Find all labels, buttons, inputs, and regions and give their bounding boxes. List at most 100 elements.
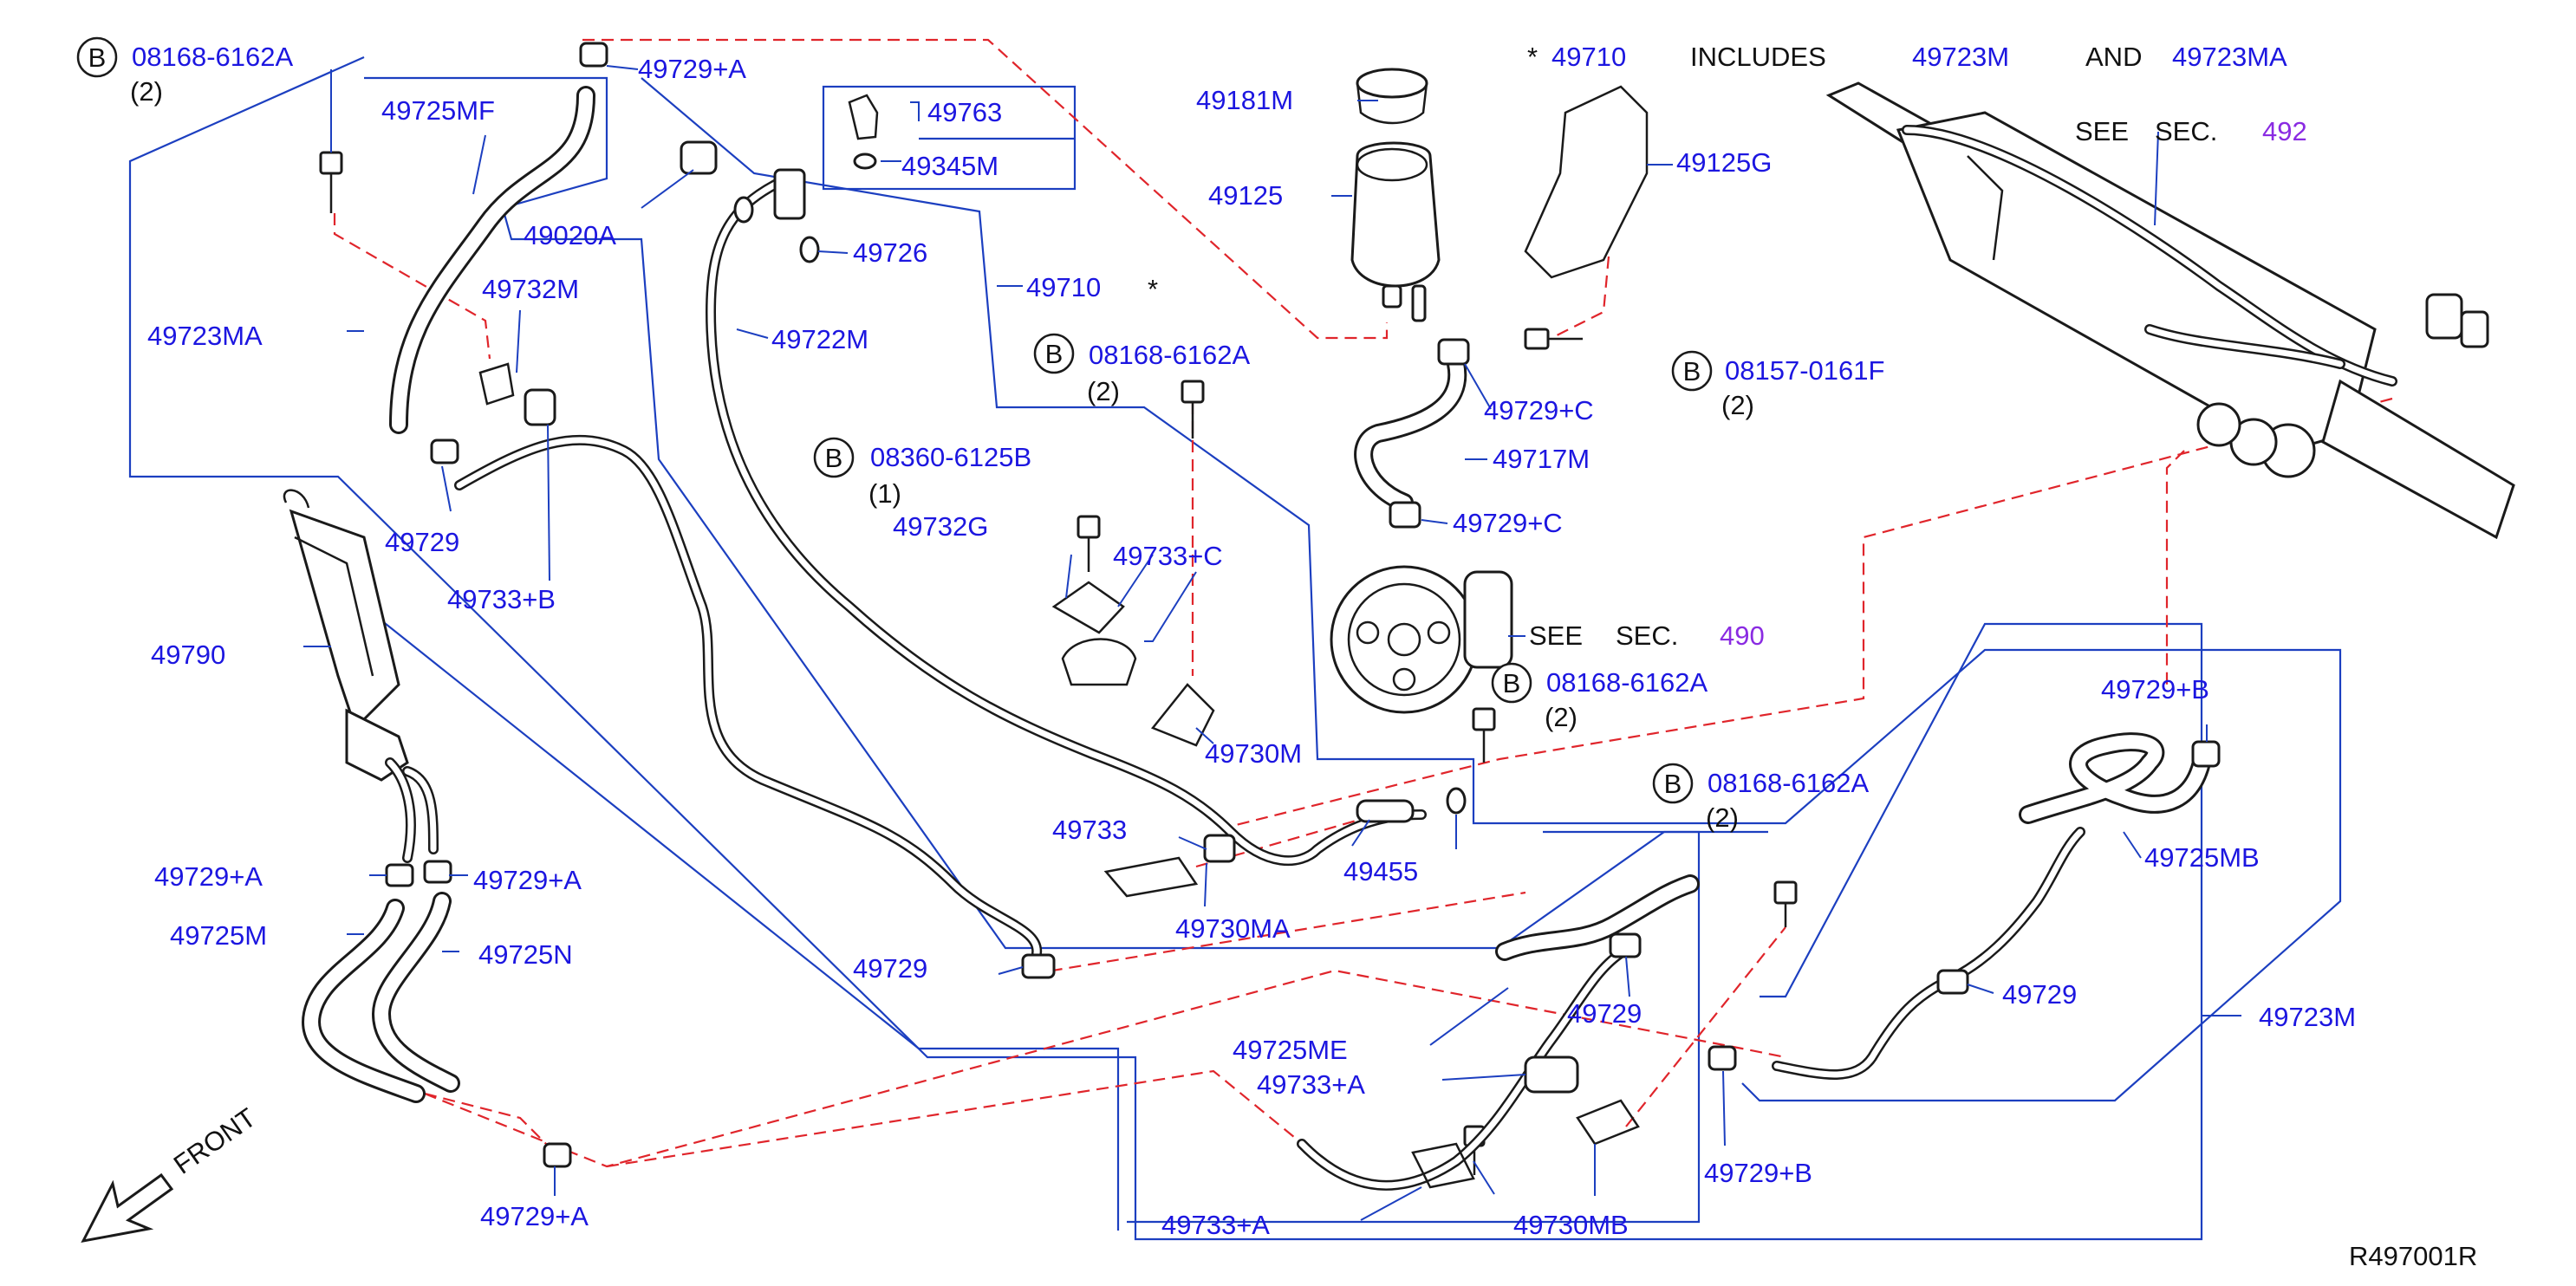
svg-text:B: B bbox=[1664, 769, 1682, 799]
hose-49725MF bbox=[389, 86, 595, 434]
tube-49723M bbox=[1772, 827, 2085, 1080]
clamp-49729-left bbox=[430, 438, 459, 464]
label-49729-low: 49729 bbox=[1567, 998, 1642, 1029]
label-08168-6162A-mid: 08168-6162A bbox=[1089, 340, 1250, 370]
dash-line-49733a bbox=[606, 1069, 1310, 1168]
dash-line-30mb bbox=[1625, 926, 1786, 1127]
label-49455: 49455 bbox=[1343, 856, 1418, 887]
label-49730M: 49730M bbox=[1205, 738, 1302, 769]
clip-49733A bbox=[1524, 1055, 1579, 1094]
label-49710-mid: 49710 bbox=[1026, 272, 1101, 302]
bracket-49733A-lower bbox=[1411, 1142, 1475, 1189]
label-49729-right: 49729 bbox=[2002, 979, 2077, 1010]
label-49730MA: 49730MA bbox=[1175, 913, 1291, 944]
label-49723M-top: 49723M bbox=[1912, 42, 2009, 72]
bolt-low bbox=[1773, 880, 1798, 927]
label-49710-top: 49710 bbox=[1551, 42, 1626, 72]
label-49763: 49763 bbox=[927, 97, 1002, 127]
label-49729-mid: 49729 bbox=[853, 953, 927, 984]
dash-line-gear-1 bbox=[1221, 397, 2393, 830]
bolt-08157 bbox=[1524, 328, 1583, 350]
label-49733B: 49733+B bbox=[447, 584, 556, 614]
svg-text:B: B bbox=[1683, 356, 1701, 386]
label-49725ME: 49725ME bbox=[1233, 1035, 1348, 1065]
label-49729A-l1: 49729+A bbox=[154, 861, 263, 892]
clip-49732M-a bbox=[478, 362, 515, 406]
label-49725MB: 49725MB bbox=[2144, 842, 2260, 873]
label-49722M: 49722M bbox=[771, 324, 868, 354]
bolt-symbol-6: B bbox=[1652, 763, 1694, 804]
label-qty-pump: (2) bbox=[1545, 702, 1577, 732]
washer-49726-b bbox=[799, 236, 820, 263]
label-49726: 49726 bbox=[853, 237, 927, 268]
label-49733: 49733 bbox=[1052, 815, 1127, 845]
bracket-49730MB bbox=[1576, 1099, 1640, 1146]
label-sec-1: SEC. bbox=[2155, 116, 2217, 146]
bolt-left-top bbox=[319, 151, 343, 213]
label-08168-6162A-low: 08168-6162A bbox=[1708, 768, 1869, 798]
label-49725N: 49725N bbox=[478, 939, 573, 970]
label-08168-6162A-topleft: 08168-6162A bbox=[132, 42, 293, 72]
cooler-49790 bbox=[283, 489, 439, 863]
group-outline-49710 bbox=[641, 77, 2342, 1102]
oring-49455 bbox=[1446, 787, 1467, 815]
label-star-mid: * bbox=[1148, 274, 1158, 304]
bolt-mid bbox=[1181, 380, 1205, 438]
label-49733A-2: 49733+A bbox=[1161, 1210, 1270, 1240]
svg-text:B: B bbox=[825, 443, 843, 473]
steering-gear-assembly bbox=[1825, 81, 2515, 540]
pipe-49455 bbox=[1356, 799, 1415, 823]
clamp-49729A-top bbox=[579, 42, 608, 68]
label-49725MF: 49725MF bbox=[381, 95, 495, 126]
bolt-symbol-1: B bbox=[76, 36, 118, 78]
label-49725M: 49725M bbox=[170, 920, 267, 951]
label-49790: 49790 bbox=[151, 640, 225, 670]
clamp-49729A-l1 bbox=[385, 863, 414, 887]
bolt-pump bbox=[1472, 707, 1496, 763]
clamp-49729C-2 bbox=[1389, 501, 1421, 529]
bolt-49732G bbox=[1077, 515, 1101, 572]
washer-49726-a bbox=[733, 196, 754, 224]
label-49732G: 49732G bbox=[893, 511, 988, 542]
dash-line-clip-a bbox=[424, 1092, 556, 1153]
bracket-49125G bbox=[1524, 85, 1649, 279]
label-49729-left: 49729 bbox=[385, 527, 459, 557]
label-sec-2: SEC. bbox=[1616, 620, 1678, 651]
label-49733A-1: 49733+A bbox=[1257, 1069, 1365, 1100]
pump-assembly bbox=[1330, 565, 1513, 714]
cap-49181M bbox=[1356, 68, 1428, 99]
label-ref-code: R497001R bbox=[2349, 1241, 2477, 1271]
bracket-49730M bbox=[1150, 683, 1215, 747]
dash-line-hose-lower bbox=[424, 969, 1786, 1168]
label-49020A: 49020A bbox=[524, 220, 616, 250]
clamp-49732G bbox=[1051, 581, 1125, 634]
label-qty-right: (2) bbox=[1721, 390, 1754, 420]
dash-line-49729-mid bbox=[1031, 891, 1526, 976]
label-49732M: 49732M bbox=[482, 274, 579, 304]
fitting-49763 bbox=[848, 94, 879, 140]
svg-text:B: B bbox=[88, 42, 107, 73]
clamp-49729-mid bbox=[1021, 953, 1056, 979]
label-49729A-top: 49729+A bbox=[638, 54, 746, 84]
group-outline-49723MA bbox=[128, 55, 2203, 1241]
bracket-49730MA bbox=[1103, 856, 1199, 898]
label-qty1: (1) bbox=[868, 478, 901, 509]
label-49723MA: 49723MA bbox=[147, 321, 263, 351]
label-49723M-right: 49723M bbox=[2259, 1002, 2356, 1032]
dash-line-gear-2 bbox=[2165, 450, 2185, 685]
clamp-49729C-1 bbox=[1437, 338, 1470, 366]
label-sec-492: 492 bbox=[2262, 116, 2307, 146]
label-includes: INCLUDES bbox=[1690, 42, 1826, 72]
banjo-fitting bbox=[773, 168, 806, 220]
label-qty-low: (2) bbox=[1706, 802, 1739, 833]
clamp-49729-low bbox=[1609, 932, 1642, 958]
label-49729C-1: 49729+C bbox=[1484, 395, 1594, 425]
label-49733C: 49733+C bbox=[1113, 541, 1223, 571]
label-qty-topleft: (2) bbox=[130, 76, 163, 107]
group-outline-box-low bbox=[1127, 830, 1701, 1224]
label-49181M: 49181M bbox=[1196, 85, 1293, 115]
label-49729A-l2: 49729+A bbox=[473, 865, 582, 895]
label-49729A-bottom: 49729+A bbox=[480, 1201, 589, 1231]
clip-49732M-b bbox=[524, 388, 556, 426]
